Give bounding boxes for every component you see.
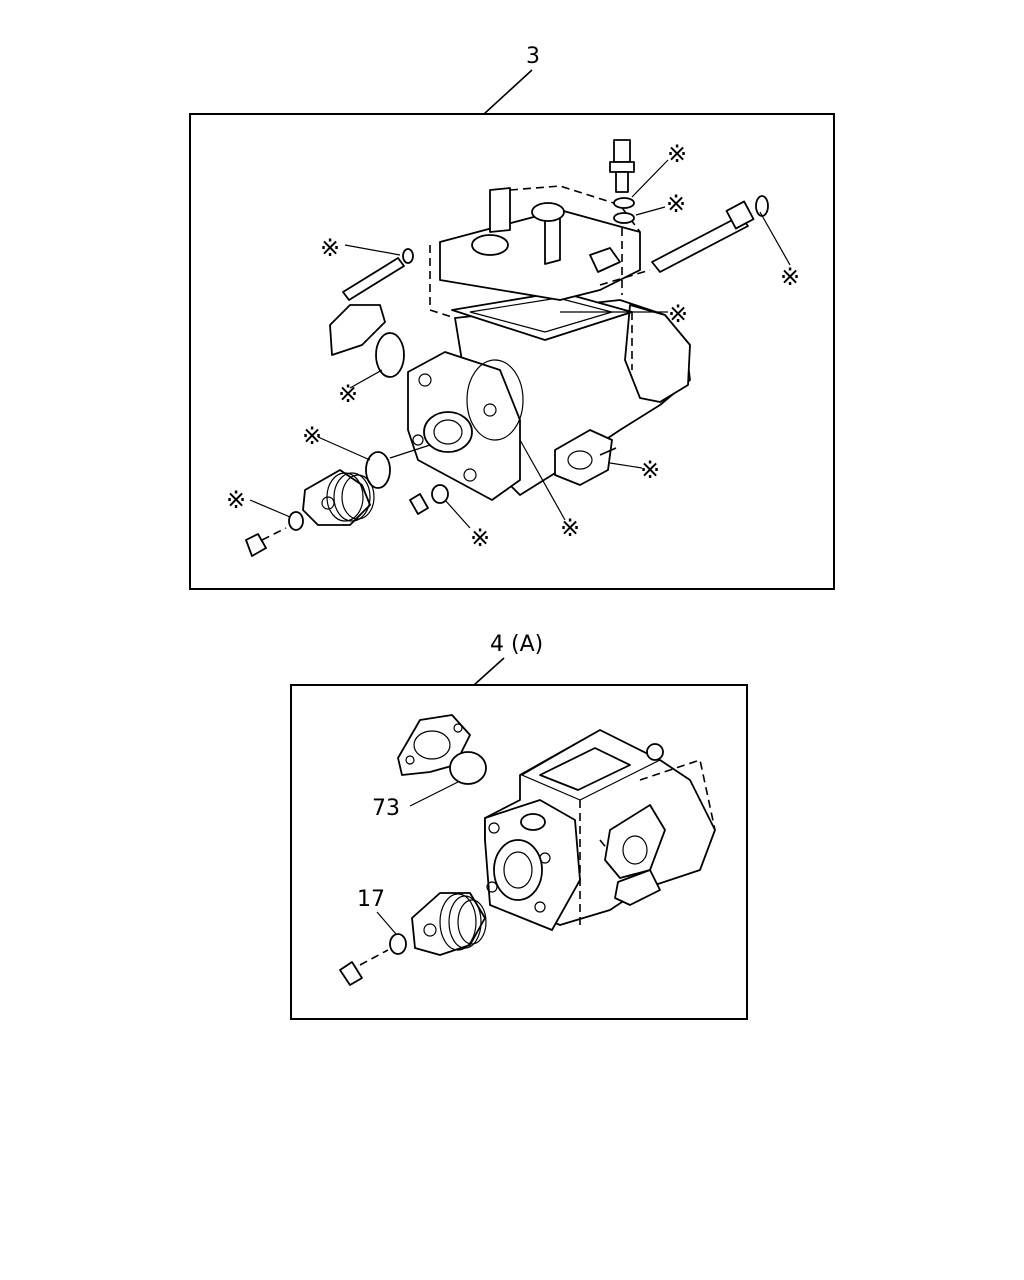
part-mark: ※	[226, 486, 246, 514]
part-marks-top: ※ ※ ※ ※ ※ ※ ※ ※ ※ ※ ※	[226, 140, 800, 552]
part-mark: ※	[560, 514, 580, 542]
alignment-line-shaft	[599, 269, 651, 286]
bolt-bottom	[339, 933, 407, 986]
part-mark: ※	[640, 456, 660, 484]
bottom-panel: 4 (A)	[290, 632, 748, 1020]
o-ring-left	[375, 332, 405, 378]
label-17: 17	[357, 887, 385, 912]
top-panel-callout-leader	[483, 69, 533, 115]
top-panel-callout: 3	[526, 44, 540, 69]
pump-housing-bottom	[484, 729, 716, 931]
part-mark: ※	[780, 263, 800, 291]
part-mark: ※	[302, 422, 322, 450]
leader-73	[409, 781, 459, 807]
part-mark: ※	[470, 524, 490, 552]
cover-plate-left	[329, 304, 386, 356]
bottom-panel-callout: 4 (A)	[490, 632, 543, 657]
alignment-line-left	[429, 245, 456, 319]
part-mark: ※	[668, 300, 688, 328]
part-mark: ※	[320, 234, 340, 262]
front-plug-bottom	[411, 892, 487, 956]
top-panel-frame	[189, 113, 835, 590]
part-mark: ※	[666, 190, 686, 218]
control-shaft	[651, 195, 769, 273]
top-panel: 3	[189, 44, 835, 590]
leader-17	[376, 911, 397, 935]
gasket-plate	[397, 714, 487, 785]
top-cover	[439, 185, 641, 301]
pump-housing	[407, 291, 691, 501]
label-73: 73	[372, 796, 400, 821]
bolt-top	[245, 511, 304, 557]
part-mark: ※	[667, 140, 687, 168]
front-plug	[302, 451, 391, 526]
part-mark: ※	[338, 380, 358, 408]
delivery-valve-fitting	[609, 139, 635, 224]
pin-upper-left	[342, 248, 414, 301]
bottom-panel-frame	[290, 684, 748, 1020]
pin-center	[409, 484, 449, 515]
leader-lines-top	[249, 159, 791, 529]
bottom-panel-callout-leader	[473, 657, 505, 686]
